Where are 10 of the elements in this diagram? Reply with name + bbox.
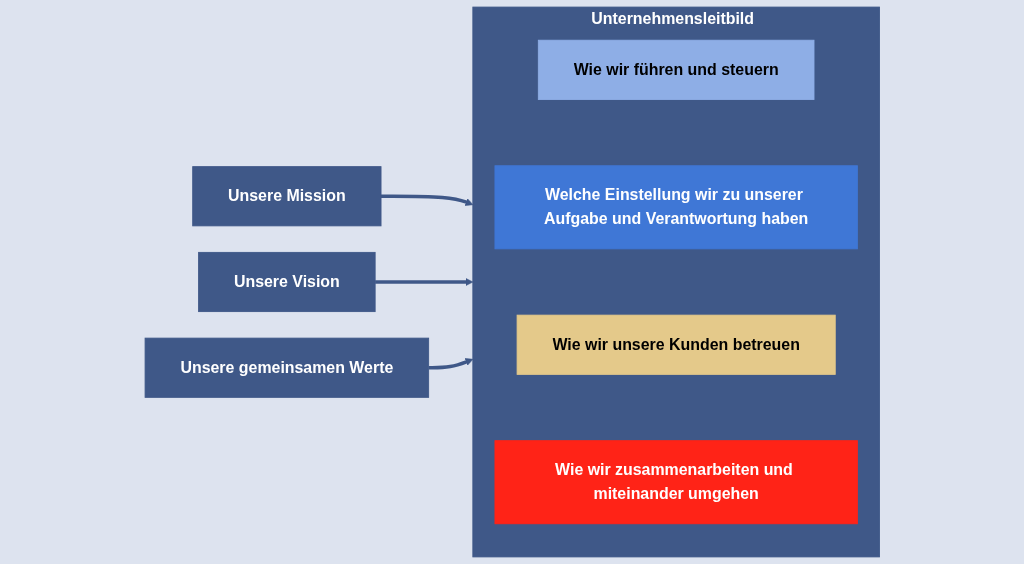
arrow [428, 358, 473, 370]
node-box: Wie wir unsere Kunden betreuen [516, 314, 836, 375]
node-box: Unsere Vision [197, 251, 376, 313]
node-box: Welche Einstellung wir zu unserer Aufgabe und Verantwortung haben [494, 165, 858, 250]
arrow [374, 278, 473, 286]
node-box: Wie wir führen und steuern [537, 39, 815, 100]
arrow [380, 194, 473, 206]
node-box: Unsere gemeinsamen Werte [144, 337, 429, 398]
node-box: Wie wir zusammenarbeiten und miteinander umgehen [494, 440, 858, 525]
node-box: Unsere Mission [192, 166, 382, 227]
